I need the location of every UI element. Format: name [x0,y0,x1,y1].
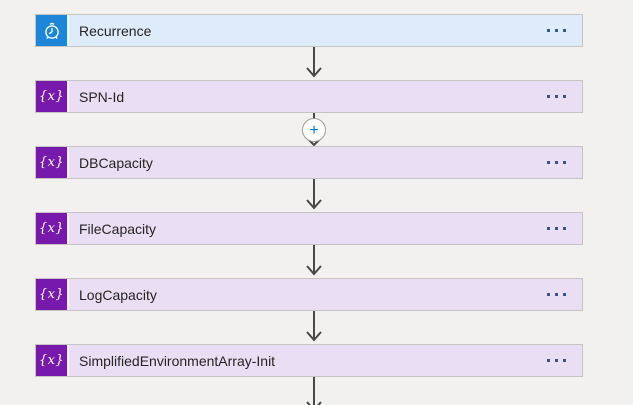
node-label: SPN-Id [79,88,125,105]
flow-node-dbcapacity[interactable]: {x} DBCapacity [35,146,583,179]
node-label: SimplifiedEnvironmentArray-Init [79,352,276,369]
flow-node-logcapacity[interactable]: {x} LogCapacity [35,278,583,311]
flow-node-recurrence[interactable]: Recurrence [35,14,583,47]
node-menu-ellipsis-icon[interactable] [540,15,572,46]
node-menu-ellipsis-icon[interactable] [540,279,572,310]
recurrence-clock-icon [36,15,69,46]
flow-arrow [304,377,324,405]
node-menu-ellipsis-icon[interactable] [540,147,572,178]
flow-node-filecapacity[interactable]: {x} FileCapacity [35,212,583,245]
variable-icon: {x} [36,213,69,244]
insert-step-plus-button[interactable]: + [302,118,326,142]
node-label: DBCapacity [79,154,153,171]
node-label: FileCapacity [79,220,157,237]
node-label: Recurrence [79,22,152,39]
variable-icon: {x} [36,345,69,376]
flow-node-spn-id[interactable]: {x} SPN-Id [35,80,583,113]
node-menu-ellipsis-icon[interactable] [540,345,572,376]
flow-arrow [304,311,324,344]
node-menu-ellipsis-icon[interactable] [540,81,572,112]
variable-icon: {x} [36,147,69,178]
node-menu-ellipsis-icon[interactable] [540,213,572,244]
flow-node-simplifiedenvironmentarray-init[interactable]: {x} SimplifiedEnvironmentArray-Init [35,344,583,377]
node-label: LogCapacity [79,286,157,303]
flow-arrow [304,245,324,278]
variable-icon: {x} [36,81,69,112]
flow-arrow [304,179,324,212]
flow-arrow-with-insert: + [302,113,326,147]
variable-icon: {x} [36,279,69,310]
flow-arrow [304,47,324,80]
